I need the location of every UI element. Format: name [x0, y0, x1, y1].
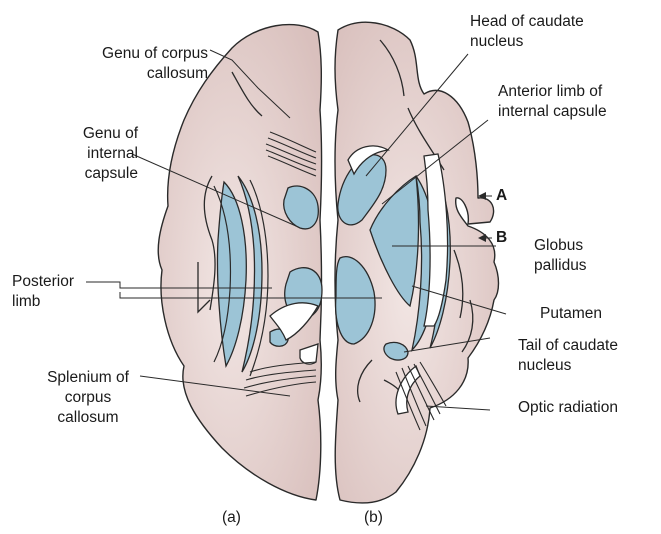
marker-b: B [496, 228, 507, 248]
label-line: nucleus [470, 32, 584, 52]
label-line: capsule [10, 164, 138, 184]
label-tail-caudate: Tail of caudate nucleus [518, 336, 618, 376]
label-line: internal capsule [498, 102, 607, 122]
label-line: callosum [24, 408, 152, 428]
label-line: internal [10, 144, 138, 164]
label-posterior-limb: Posterior limb [12, 272, 74, 312]
panel-label-b: (b) [364, 508, 383, 528]
label-globus-pallidus: Globus pallidus [534, 236, 587, 276]
label-line: callosum [28, 64, 208, 84]
label-putamen: Putamen [540, 304, 602, 324]
label-optic-radiation: Optic radiation [518, 398, 618, 418]
label-splenium: Splenium of corpus callosum [24, 368, 152, 428]
label-line: Genu of corpus [28, 44, 208, 64]
label-line: Head of caudate [470, 12, 584, 32]
label-line: Anterior limb of [498, 82, 607, 102]
leader-optic [426, 406, 490, 410]
label-anterior-limb: Anterior limb of internal capsule [498, 82, 607, 122]
label-line: Posterior [12, 272, 74, 292]
label-genu-corpus-callosum: Genu of corpus callosum [28, 44, 208, 84]
label-line: Splenium of [24, 368, 152, 388]
label-line: Genu of [10, 124, 138, 144]
label-line: pallidus [534, 256, 587, 276]
label-head-caudate: Head of caudate nucleus [470, 12, 584, 52]
label-line: Globus [534, 236, 587, 256]
label-genu-internal-capsule: Genu of internal capsule [10, 124, 138, 184]
label-line: corpus [24, 388, 152, 408]
panel-label-a: (a) [222, 508, 241, 528]
label-line: limb [12, 292, 74, 312]
label-line: nucleus [518, 356, 618, 376]
marker-a: A [496, 186, 507, 206]
label-line: Tail of caudate [518, 336, 618, 356]
